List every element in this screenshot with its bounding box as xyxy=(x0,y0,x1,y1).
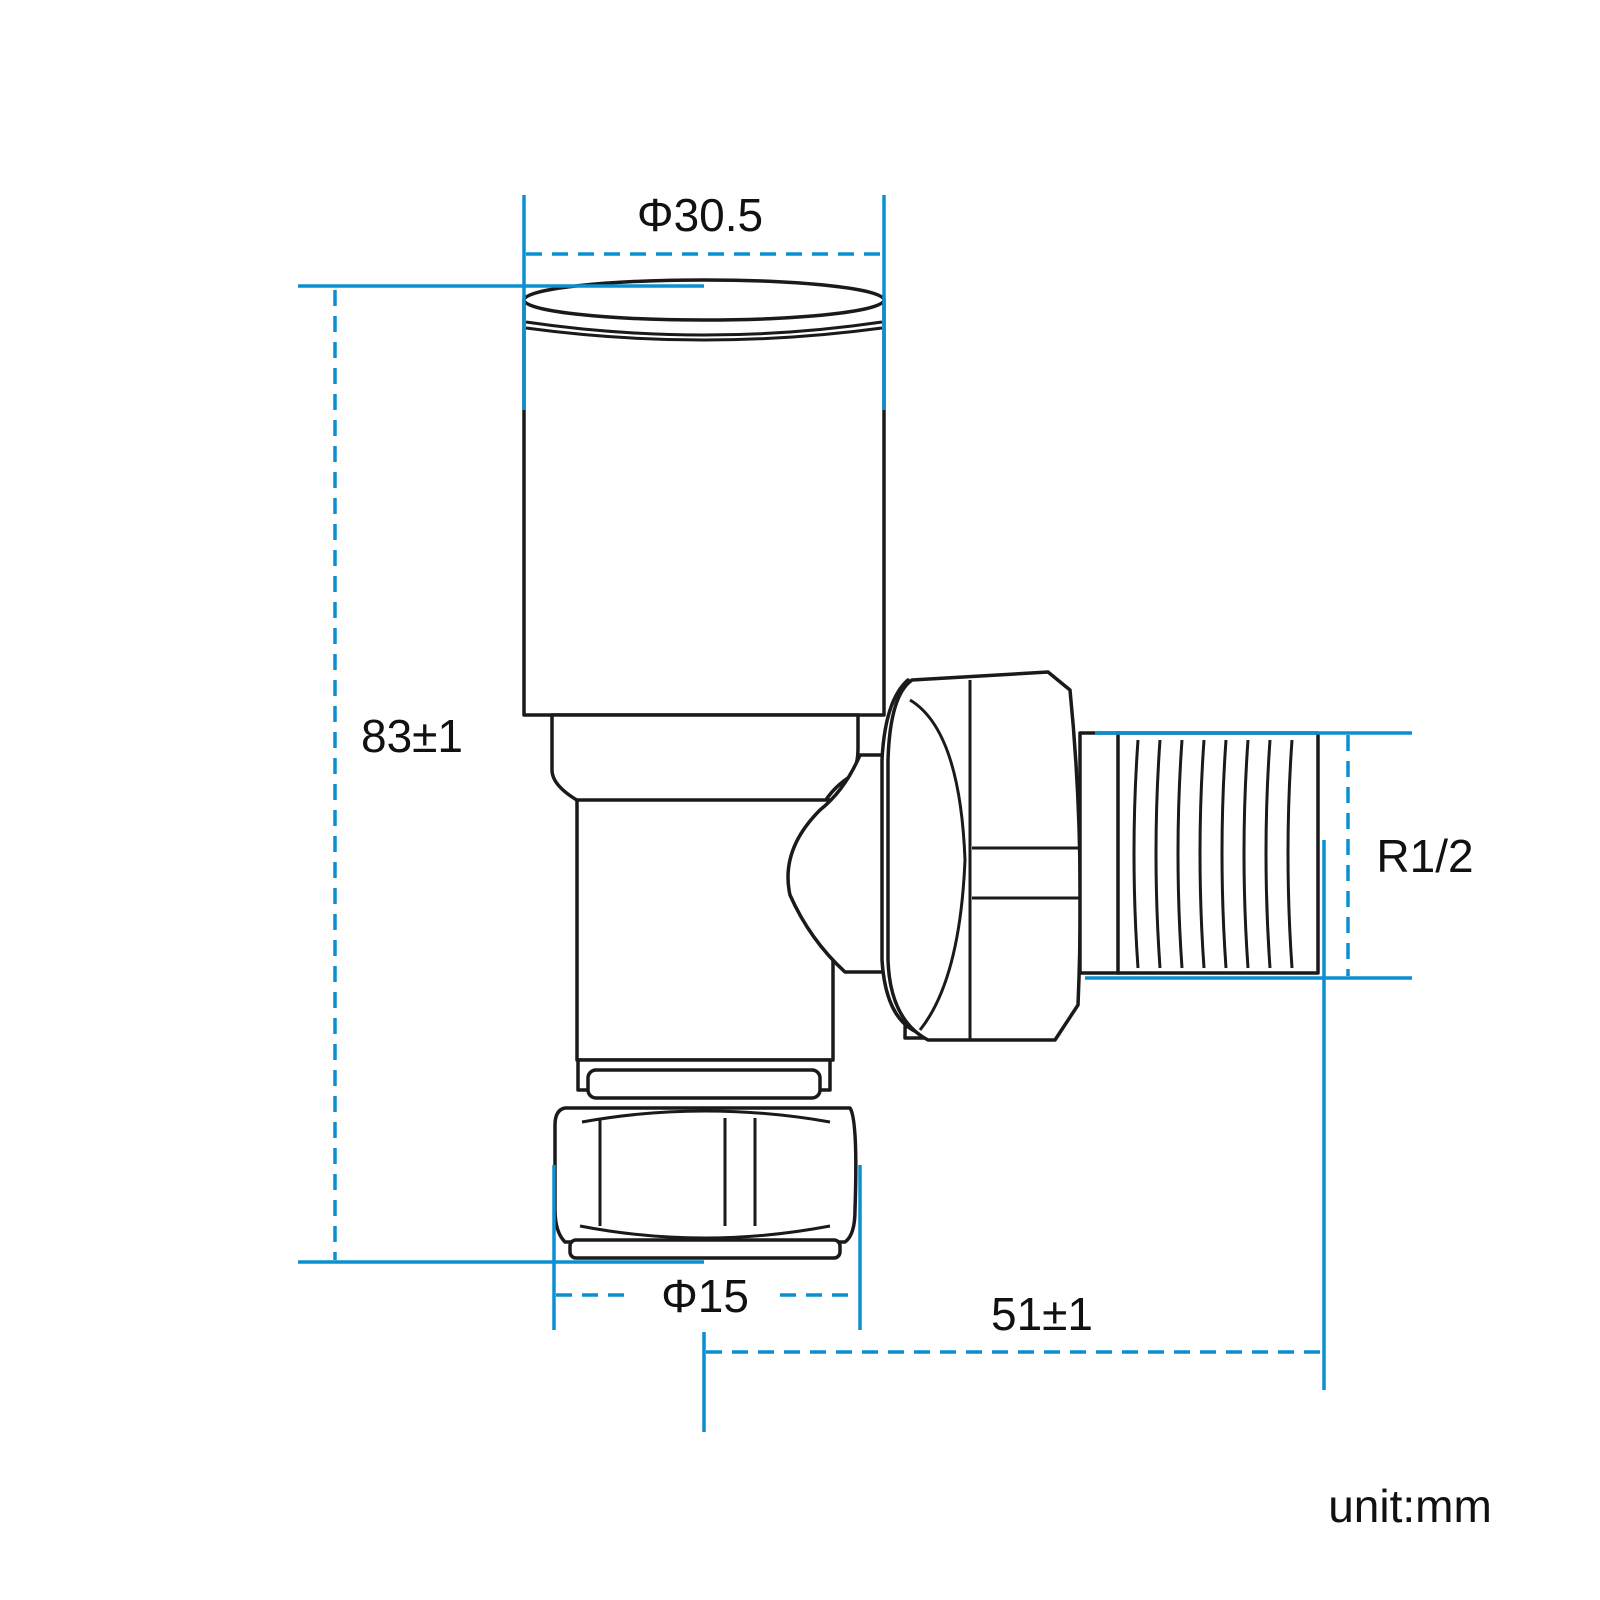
compression-nut xyxy=(553,1106,858,1244)
union-nut xyxy=(886,670,1082,1042)
tail-collar xyxy=(1078,731,1122,975)
handle-cylinder xyxy=(522,298,886,717)
valve-body xyxy=(575,798,835,1062)
valve-neck xyxy=(550,713,860,812)
height-label: 83±1 xyxy=(361,710,463,762)
bottom-diameter-label: Φ15 xyxy=(661,1270,749,1322)
valve-body-drawing xyxy=(522,278,1320,1260)
offset-label: 51±1 xyxy=(991,1288,1093,1340)
thread-lines xyxy=(1132,739,1294,969)
unit-label: unit:mm xyxy=(1328,1480,1492,1532)
thread-label: R1/2 xyxy=(1376,830,1473,882)
top-diameter-label: Φ30.5 xyxy=(637,189,763,241)
dimension-lines xyxy=(298,195,1412,1432)
